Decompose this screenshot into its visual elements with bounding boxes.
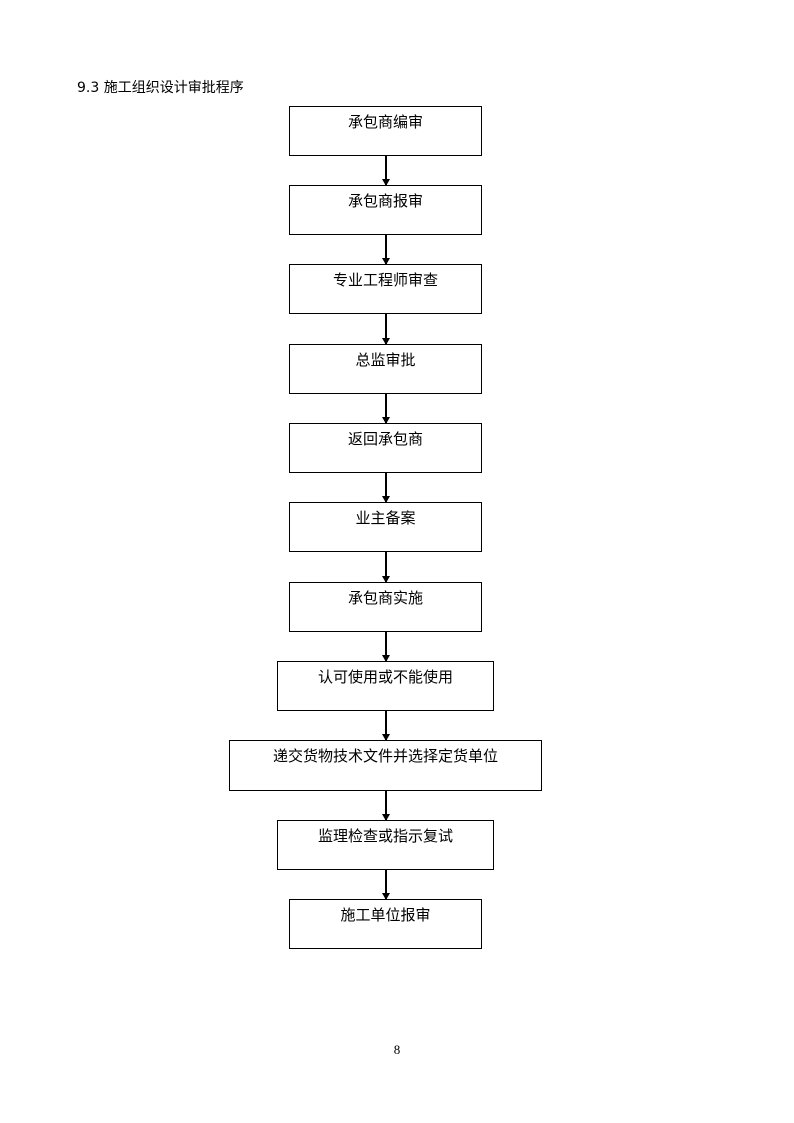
- arrow-1: [382, 156, 390, 186]
- step-engineer-review: 专业工程师审查: [289, 264, 482, 314]
- arrow-7: [382, 632, 390, 662]
- step-contractor-submit: 承包商报审: [289, 185, 482, 235]
- step-return-contractor: 返回承包商: [289, 423, 482, 473]
- arrow-8: [382, 711, 390, 741]
- step-contractor-compile: 承包商编审: [289, 106, 482, 156]
- arrow-2: [382, 235, 390, 265]
- step-supervision-inspection: 监理检查或指示复试: [277, 820, 494, 870]
- arrow-6: [382, 552, 390, 583]
- step-submit-docs-select-supplier: 递交货物技术文件并选择定货单位: [229, 740, 542, 791]
- section-heading: 9.3 施工组织设计审批程序: [77, 80, 244, 96]
- step-contractor-implement: 承包商实施: [289, 582, 482, 632]
- arrow-3: [382, 314, 390, 345]
- page-number: 8: [393, 1042, 401, 1057]
- arrow-9: [382, 791, 390, 821]
- arrow-5: [382, 473, 390, 503]
- step-owner-filing: 业主备案: [289, 502, 482, 552]
- step-chief-approval: 总监审批: [289, 344, 482, 394]
- arrow-10: [382, 870, 390, 900]
- step-construction-unit-submit: 施工单位报审: [289, 899, 482, 949]
- step-accept-or-reject: 认可使用或不能使用: [277, 661, 494, 711]
- arrow-4: [382, 394, 390, 424]
